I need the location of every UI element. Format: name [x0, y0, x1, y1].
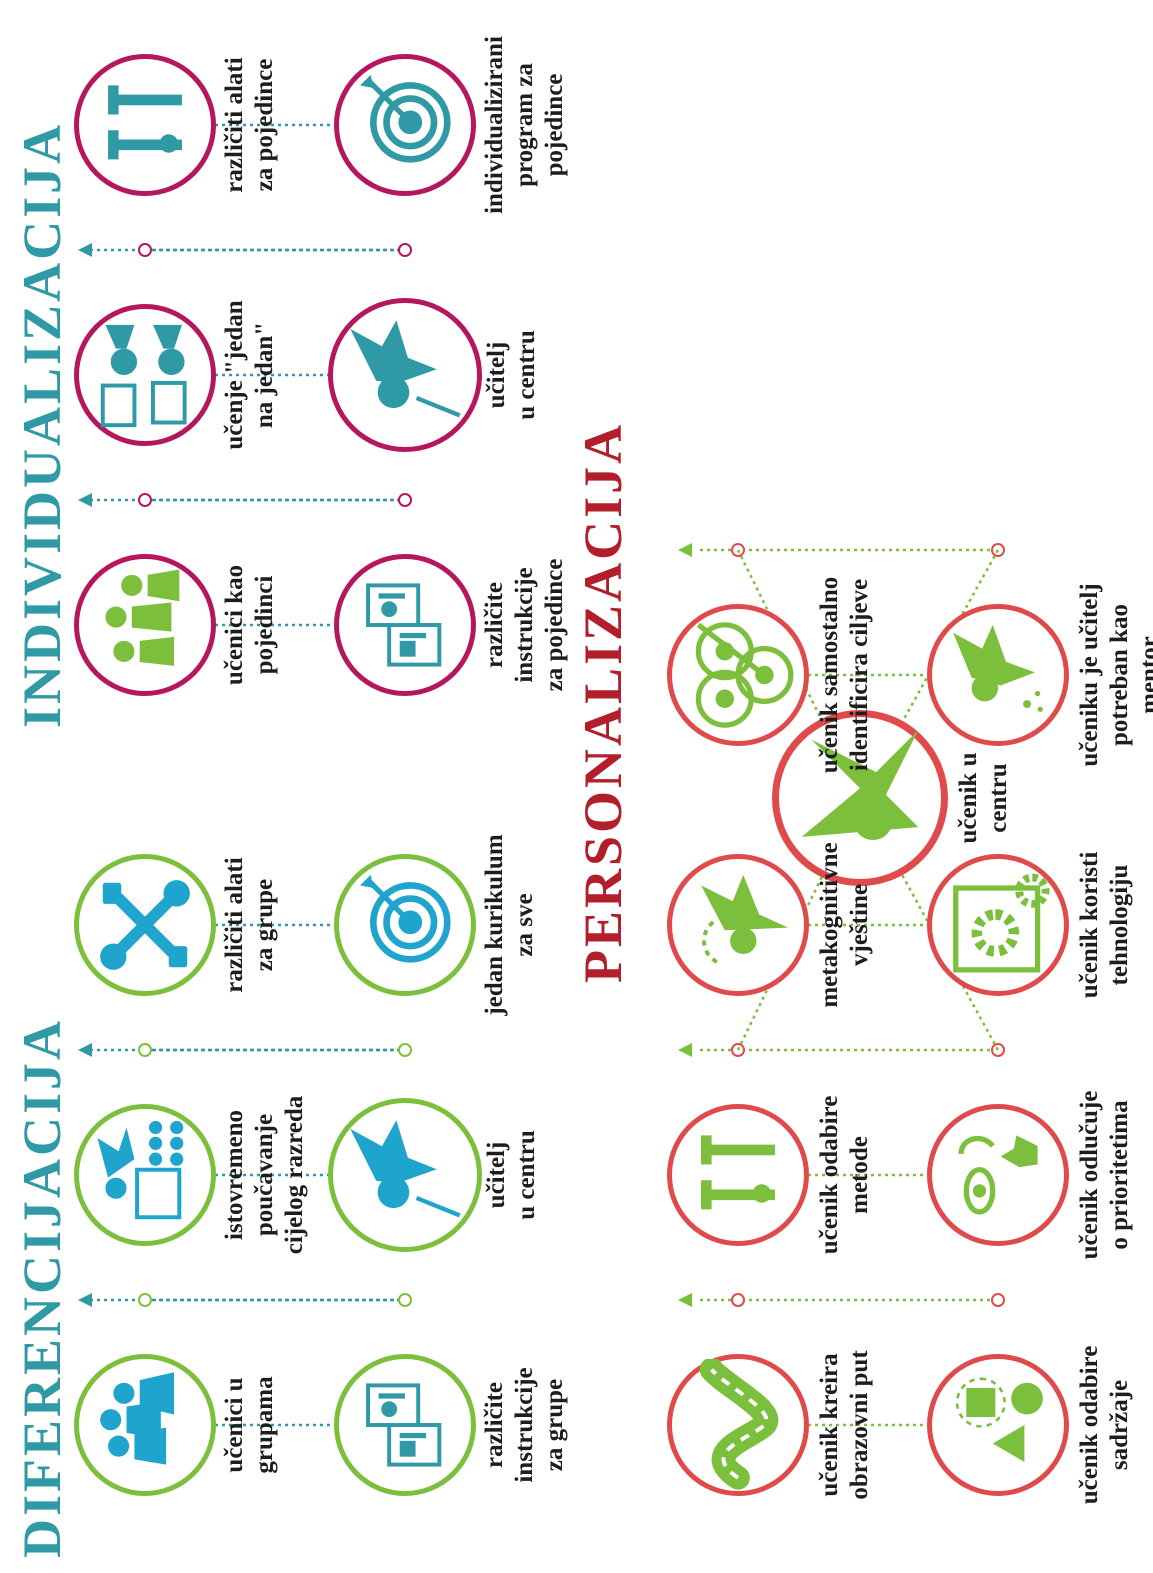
teacher-whole-class-icon	[74, 1104, 216, 1246]
documents-icon	[334, 554, 476, 696]
crossed-tools-icon-glyph	[100, 880, 190, 970]
ind-label-3: različite instrukcije za pojedince	[481, 558, 568, 692]
arrow-up-icon	[678, 1043, 692, 1057]
mentor-icon	[927, 604, 1069, 746]
per-label-0: učenik kreira obrazovni put	[816, 1350, 873, 1500]
student-center-icon-glyph	[801, 729, 919, 841]
group-people-icon-glyph	[100, 1372, 175, 1465]
individual-people-icon-glyph	[105, 569, 180, 666]
per-label-4: učenik odabire sadržaje	[1076, 1345, 1133, 1505]
technology-icon-glyph	[953, 873, 1050, 973]
arrow-up-icon	[78, 1293, 92, 1307]
arrow-up-icon	[78, 1043, 92, 1057]
per-label-2: metakognitivne vještine	[816, 842, 873, 1008]
per-label-3: učenik samostalno identificira ciljeve	[816, 576, 873, 774]
title-individualizacija: INDIVIDUALIZACIJA	[12, 121, 72, 728]
multi-target-icon	[667, 604, 809, 746]
ind-label-4: učitelj u centru	[483, 330, 540, 420]
senses-icon-glyph	[958, 1135, 1038, 1215]
road-icon	[667, 1354, 809, 1496]
technology-icon	[927, 854, 1069, 996]
title-personalizacija: PERSONALIZACIJA	[573, 421, 633, 983]
tools-icon	[667, 1104, 809, 1246]
arrow-up-icon	[78, 243, 92, 257]
group-people-icon	[74, 1354, 216, 1496]
arrow-up-icon	[78, 493, 92, 507]
connector-dot	[138, 1293, 152, 1307]
dif-label-0: učenici u grupama	[221, 1376, 278, 1474]
ind-label-0: učenici kao pojedinci	[221, 564, 278, 686]
road-icon-glyph	[699, 1359, 779, 1490]
individual-people-icon	[74, 554, 216, 696]
student-center-icon	[772, 710, 948, 886]
one-on-one-icon	[74, 304, 216, 446]
connector-dot	[398, 1293, 412, 1307]
connector-dot	[138, 243, 152, 257]
per-label-6: učenik koristi tehnologiju	[1076, 851, 1133, 999]
connector-dot	[138, 1043, 152, 1057]
ind-label-1: učenje "jedan na jedan"	[221, 300, 278, 450]
per-label-1: učenik odabire metode	[816, 1095, 873, 1255]
title-diferencijacija: DIFERENCIJACIJA	[12, 1017, 72, 1558]
connector-dot	[731, 1293, 745, 1307]
crossed-tools-icon	[74, 854, 216, 996]
ind-label-2: različiti alati za pojedince	[221, 57, 278, 193]
tools-icon	[74, 54, 216, 196]
connector-dot	[398, 493, 412, 507]
target-icon-glyph	[360, 874, 451, 963]
metacognition-icon	[667, 854, 809, 996]
multi-target-icon-glyph	[695, 622, 794, 728]
dif-label-3: različite instrukcije za grupe	[481, 1367, 568, 1483]
connector-dot	[398, 243, 412, 257]
teacher-icon	[328, 1098, 482, 1252]
connector-dot	[138, 493, 152, 507]
target-icon	[334, 54, 476, 196]
shapes-icon-glyph	[955, 1377, 1043, 1462]
dif-label-4: učitelj u centru	[483, 1130, 540, 1220]
documents-icon-glyph	[366, 583, 442, 667]
dif-label-1: istovremeno poučavanje cijelog razreda	[221, 1095, 308, 1255]
ind-label-5: individualizirani program za pojedince	[481, 36, 568, 214]
teacher-icon	[328, 298, 482, 452]
documents-icon	[334, 1354, 476, 1496]
dif-label-5: jedan kurikulum za sve	[481, 834, 538, 1016]
target-icon-glyph	[360, 74, 451, 163]
tools-icon-glyph	[108, 85, 182, 160]
teacher-icon-glyph	[350, 320, 461, 418]
senses-icon	[927, 1104, 1069, 1246]
mentor-icon-glyph	[953, 624, 1043, 712]
per-label-5: učenik odlučuje o prioritetima	[1076, 1090, 1133, 1260]
teacher-whole-class-icon-glyph	[97, 1120, 184, 1220]
arrow-up-icon	[678, 1293, 692, 1307]
dif-label-2: različiti alati za grupe	[221, 857, 278, 993]
connector-dot	[991, 1293, 1005, 1307]
target-icon	[334, 854, 476, 996]
arrow-up-icon	[678, 543, 692, 557]
metacognition-icon-glyph	[701, 874, 789, 964]
documents-icon-glyph	[366, 1383, 442, 1467]
shapes-icon	[927, 1354, 1069, 1496]
tools-icon-glyph	[701, 1135, 775, 1210]
one-on-one-icon-glyph	[100, 324, 187, 428]
teacher-icon-glyph	[350, 1120, 461, 1218]
per-label-7: učeniku je učitelj potreban kao mentor	[1076, 583, 1153, 767]
connector-dot	[398, 1043, 412, 1057]
